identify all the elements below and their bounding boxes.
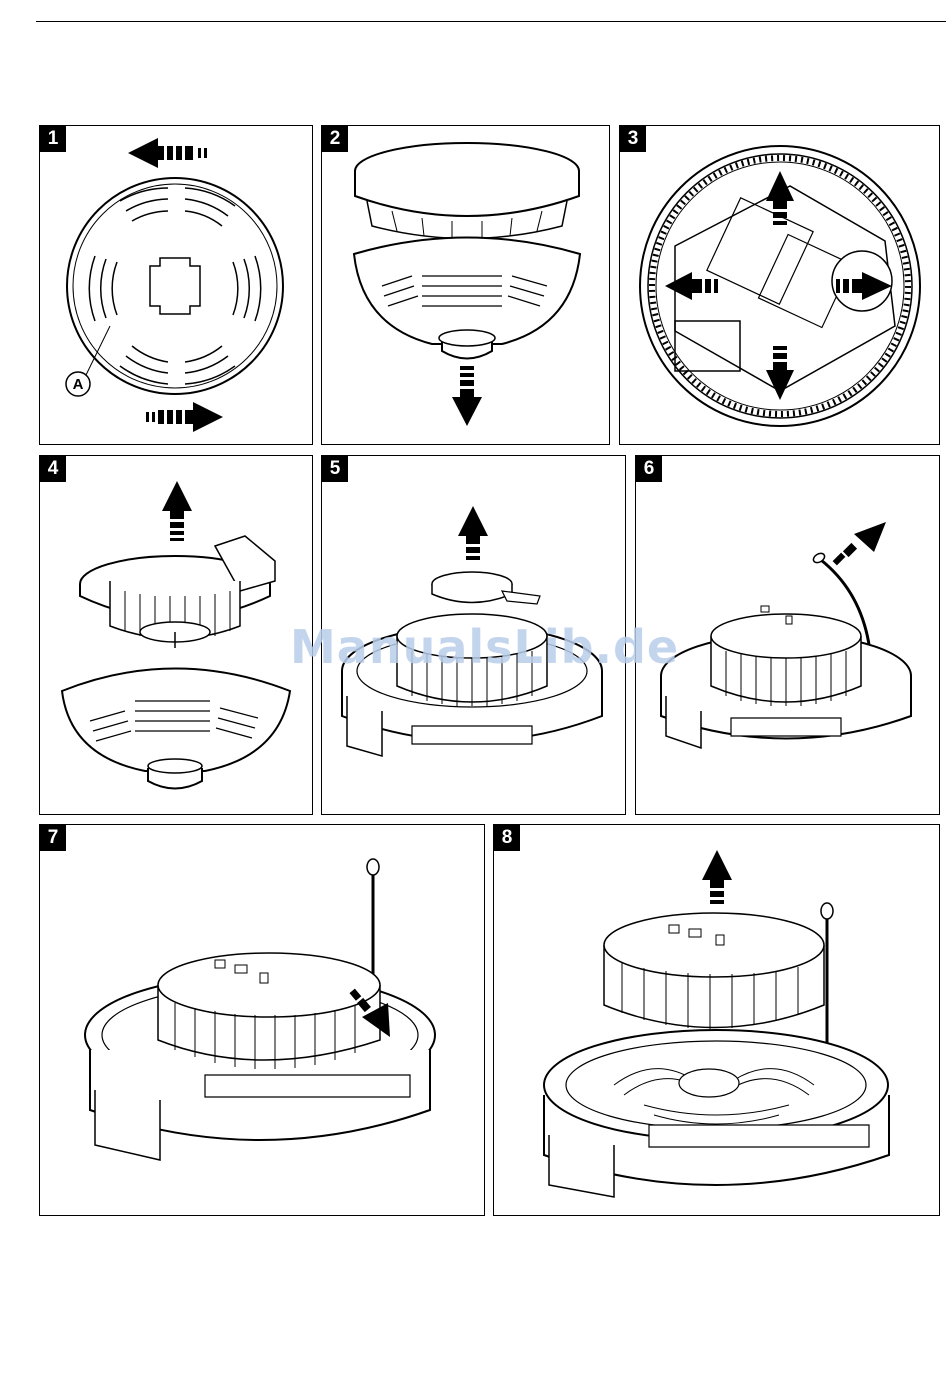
step-6-panel: 6 (635, 455, 940, 815)
step-4-panel: 4 (39, 455, 313, 815)
rotate-right-arrow-icon (146, 402, 223, 432)
arrow-up-icon (458, 506, 488, 560)
rotate-left-arrow-icon (128, 138, 207, 168)
step-2-panel: 2 (321, 125, 610, 445)
header-rule (36, 21, 946, 22)
step-8-panel: 8 (493, 824, 940, 1216)
detector-chamber-cleaning-illustration (40, 825, 485, 1216)
arrow-down-icon (452, 366, 482, 426)
step-3-panel: 3 (619, 125, 940, 445)
detector-insert-removal-illustration (40, 456, 313, 815)
detector-chamber-lift-illustration (494, 825, 940, 1216)
detector-cover-illustration: A (40, 126, 313, 445)
step-7-panel: 7 (39, 824, 485, 1216)
detector-base-top-view-illustration (620, 126, 940, 445)
arrow-up-icon (702, 850, 732, 904)
detector-cleaning-swab-illustration (636, 456, 940, 815)
callout-a-label: A (73, 376, 84, 393)
step-1-panel: 1 A (39, 125, 313, 445)
arrow-up-icon (162, 481, 192, 541)
detector-separation-illustration (322, 126, 610, 445)
watermark-text: ManualsLib.de (290, 620, 679, 674)
arrow-diagonal-up-right-icon (833, 522, 886, 565)
